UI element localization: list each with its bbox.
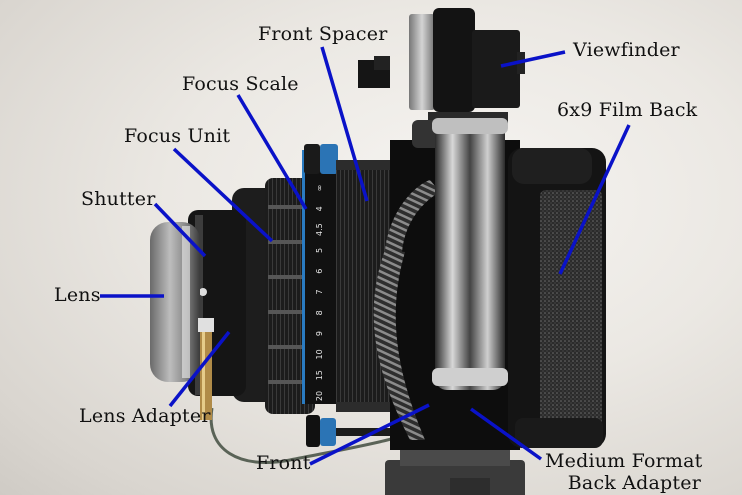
label-front-spacer: Front Spacer bbox=[258, 23, 388, 45]
leader-medium-format bbox=[469, 407, 543, 461]
leader-lens-adapter bbox=[168, 330, 231, 408]
focus-scale-mark: 20 bbox=[315, 391, 324, 401]
tripod-head bbox=[385, 448, 525, 495]
focus-scale-mark: 6 bbox=[315, 269, 324, 274]
label-medium-format-line1: Medium Format bbox=[545, 450, 703, 472]
lens-adapter-part bbox=[198, 318, 214, 420]
focus-scale-mark: 4 bbox=[315, 206, 324, 211]
leader-focus-scale bbox=[236, 94, 308, 210]
leader-front-spacer bbox=[320, 46, 369, 202]
label-lens: Lens bbox=[54, 284, 101, 306]
film-back-part bbox=[508, 148, 606, 448]
focus-scale-ring bbox=[302, 144, 338, 404]
camera-strap bbox=[373, 250, 425, 440]
label-lens-adapter: Lens Adapter bbox=[79, 405, 211, 427]
leader-front bbox=[309, 403, 430, 466]
focus-scale-mark: 7 bbox=[315, 289, 324, 294]
leader-viewfinder bbox=[500, 50, 566, 68]
focus-scale-mark: 4.5 bbox=[315, 223, 324, 236]
leader-focus-unit bbox=[172, 147, 274, 243]
sync-cable bbox=[209, 407, 396, 465]
focus-scale-mark: 8 bbox=[315, 310, 324, 315]
label-medium-format-back-adapter: Medium Format Back Adapter bbox=[545, 450, 703, 494]
label-focus-unit: Focus Unit bbox=[124, 125, 231, 147]
focus-scale-mark: ∞ bbox=[315, 185, 324, 192]
focus-scale-mark: 5 bbox=[315, 248, 324, 253]
camera-strap-upper bbox=[385, 180, 440, 252]
focus-scale-marks: ∞ 4 4.5 5 6 7 8 9 10 15 20 bbox=[315, 185, 324, 401]
front-standard-knobs bbox=[306, 415, 426, 447]
label-film-back: 6x9 Film Back bbox=[557, 99, 698, 121]
lens-part bbox=[150, 222, 200, 382]
leader-shutter bbox=[153, 202, 207, 258]
focus-scale-mark: 15 bbox=[315, 370, 324, 380]
focus-scale-mark: 9 bbox=[315, 331, 324, 336]
focus-scale-mark: 10 bbox=[315, 349, 324, 359]
label-medium-format-line2: Back Adapter bbox=[567, 472, 701, 494]
label-shutter: Shutter bbox=[81, 188, 156, 210]
label-viewfinder: Viewfinder bbox=[573, 39, 680, 61]
leader-film-back bbox=[558, 124, 631, 275]
label-front: Front bbox=[256, 452, 311, 474]
side-grip bbox=[432, 118, 508, 390]
label-focus-scale: Focus Scale bbox=[182, 73, 299, 95]
